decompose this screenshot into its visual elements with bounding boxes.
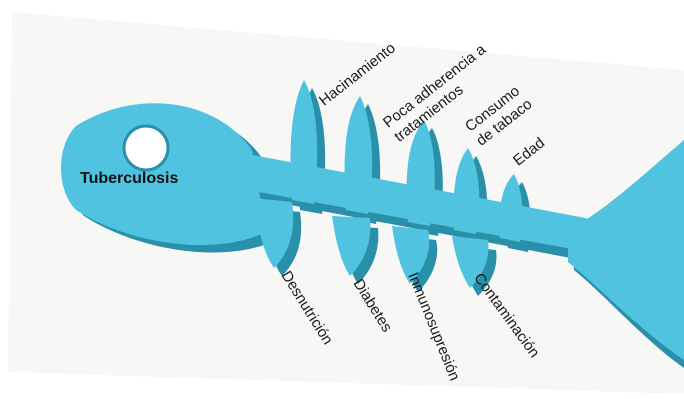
fish-eye <box>124 126 168 170</box>
effect-label: Tuberculosis <box>80 170 178 188</box>
